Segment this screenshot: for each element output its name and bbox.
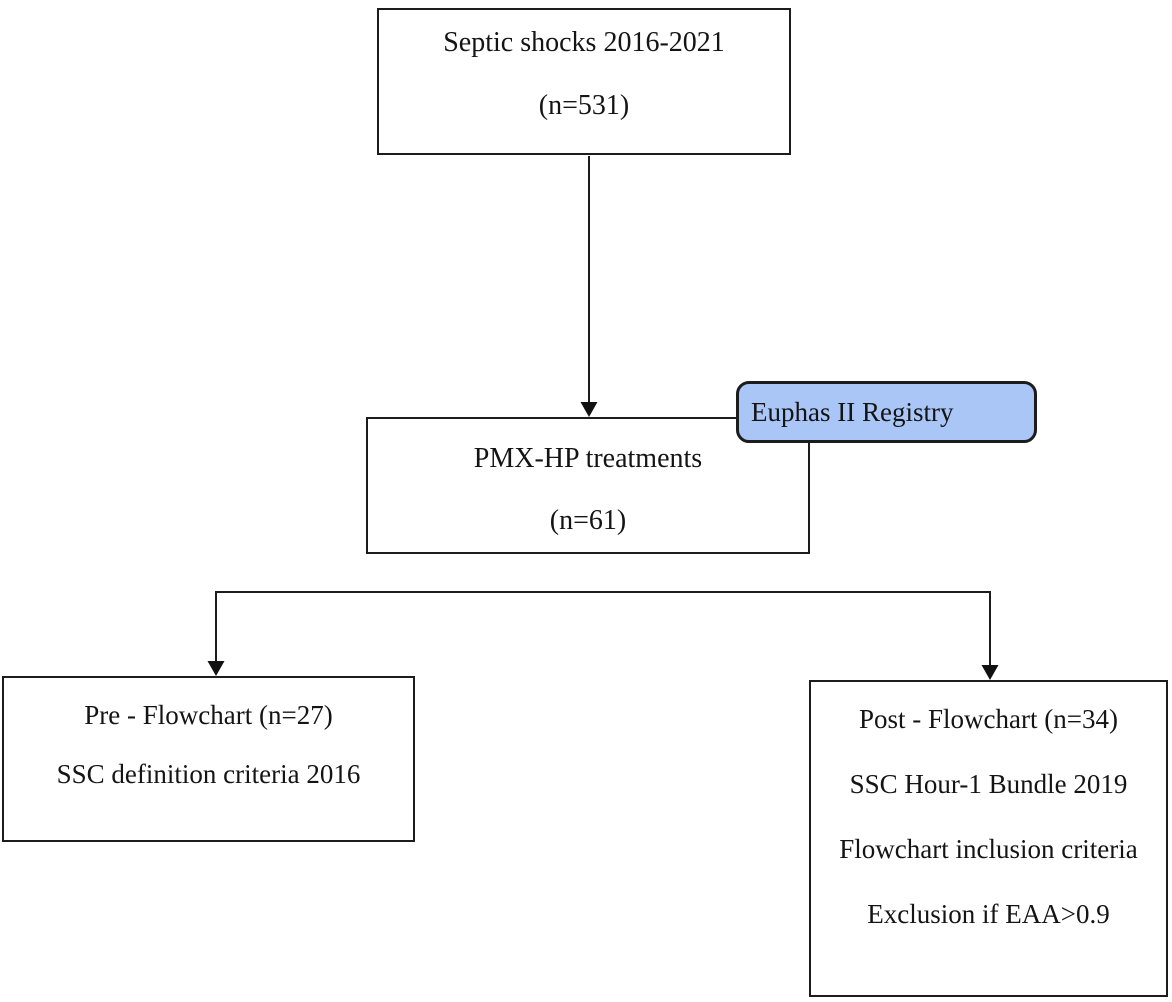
- septic-shocks-box: Septic shocks 2016-2021 (n=531): [377, 8, 791, 155]
- pmx-hp-treatments-box: PMX-HP treatments (n=61): [366, 417, 810, 554]
- post-flowchart-exclusion: Exclusion if EAA>0.9: [867, 899, 1110, 929]
- pre-flowchart-title: Pre - Flowchart (n=27): [84, 700, 333, 730]
- post-flowchart-inclusion: Flowchart inclusion criteria: [839, 834, 1138, 864]
- septic-shocks-count: (n=531): [538, 90, 630, 121]
- post-flowchart-box: Post - Flowchart (n=34) SSC Hour-1 Bundl…: [809, 680, 1168, 997]
- arrow-septic-to-pmx-head: [580, 402, 598, 417]
- septic-shocks-title: Septic shocks 2016-2021: [443, 27, 725, 58]
- registry-box: Euphas II Registry: [736, 381, 1037, 443]
- post-flowchart-bundle: SSC Hour-1 Bundle 2019: [849, 769, 1128, 799]
- registry-label: Euphas II Registry: [751, 396, 954, 427]
- pre-flowchart-criteria: SSC definition criteria 2016: [56, 759, 361, 789]
- post-flowchart-title: Post - Flowchart (n=34): [859, 704, 1118, 734]
- arrow-branch-to-pre-head: [207, 661, 225, 676]
- pmx-hp-title: PMX-HP treatments: [473, 443, 703, 474]
- pmx-hp-count: (n=61): [549, 505, 627, 536]
- arrow-branch-to-post-head: [981, 665, 999, 680]
- pre-flowchart-box: Pre - Flowchart (n=27) SSC definition cr…: [2, 676, 415, 842]
